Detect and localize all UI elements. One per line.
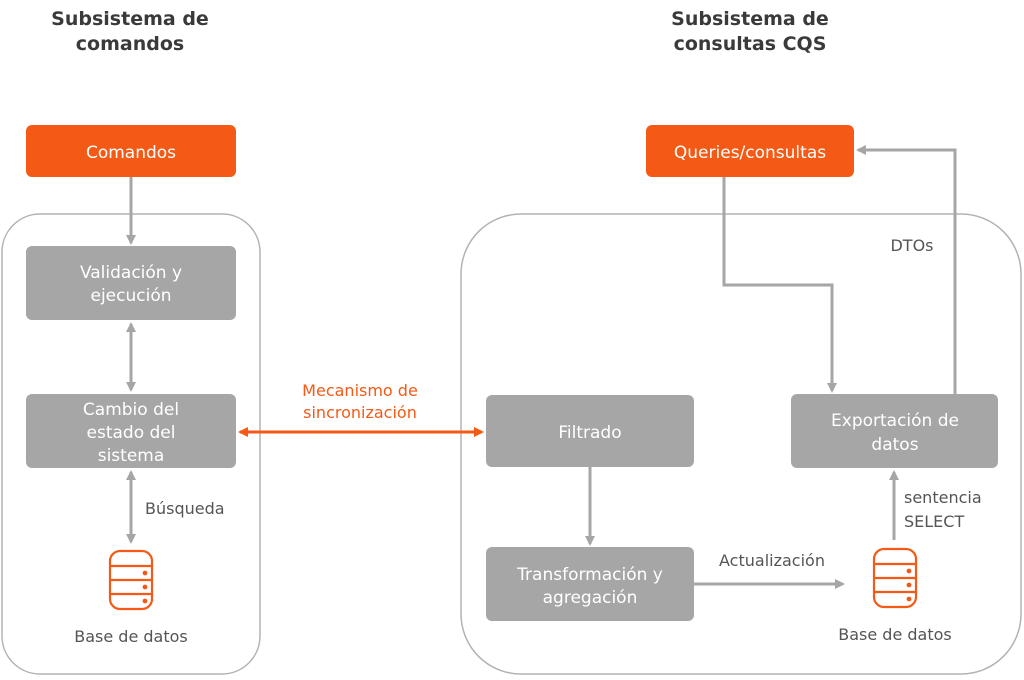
right-title-line2: consultas CQS (674, 33, 827, 55)
left-title-line2: comandos (76, 33, 184, 55)
actualizacion-label: Actualización (719, 551, 825, 570)
cambio-label-line2: estado del (87, 423, 176, 443)
cambio-label-line1: Cambio del (83, 400, 179, 420)
exportacion-box: Exportación de datos (791, 394, 998, 468)
filtrado-label: Filtrado (558, 423, 621, 443)
comandos-box: Comandos (26, 125, 236, 177)
queries-box: Queries/consultas (646, 125, 854, 177)
base-datos-left-label: Base de datos (74, 627, 188, 646)
transformacion-label-line1: Transformación y (516, 565, 663, 585)
dtos-label: DTOs (890, 236, 933, 255)
validacion-box: Validación y ejecución (26, 246, 236, 320)
queries-label: Queries/consultas (674, 143, 826, 163)
queries-container (460, 213, 1022, 675)
busqueda-label: Búsqueda (145, 499, 225, 518)
database-icon (872, 547, 918, 609)
exportacion-label-line1: Exportación de (831, 411, 959, 431)
left-title-line1: Subsistema de (51, 8, 209, 30)
cambio-box: Cambio del estado del sistema (26, 394, 236, 468)
sentencia-label-line1: sentencia (904, 488, 982, 507)
transformacion-label-line2: agregación (543, 588, 638, 608)
arrow-queries-exportacion (722, 177, 837, 393)
right-title-line1: Subsistema de (671, 8, 829, 30)
mecanismo-label-line2: sincronización (303, 403, 417, 422)
exportacion-label-line2: datos (871, 435, 918, 455)
base-datos-right-label: Base de datos (838, 625, 952, 644)
arrow-dtos (856, 145, 957, 394)
sentencia-label-line2: SELECT (904, 512, 964, 531)
comandos-label: Comandos (86, 143, 176, 163)
mecanismo-label-line1: Mecanismo de (302, 381, 418, 400)
validacion-label-line2: ejecución (90, 286, 171, 306)
filtrado-box: Filtrado (486, 395, 694, 467)
transformacion-box: Transformación y agregación (486, 547, 694, 621)
database-icon (108, 549, 154, 611)
validacion-label-line1: Validación y (80, 263, 182, 283)
cambio-label-line3: sistema (98, 446, 165, 466)
